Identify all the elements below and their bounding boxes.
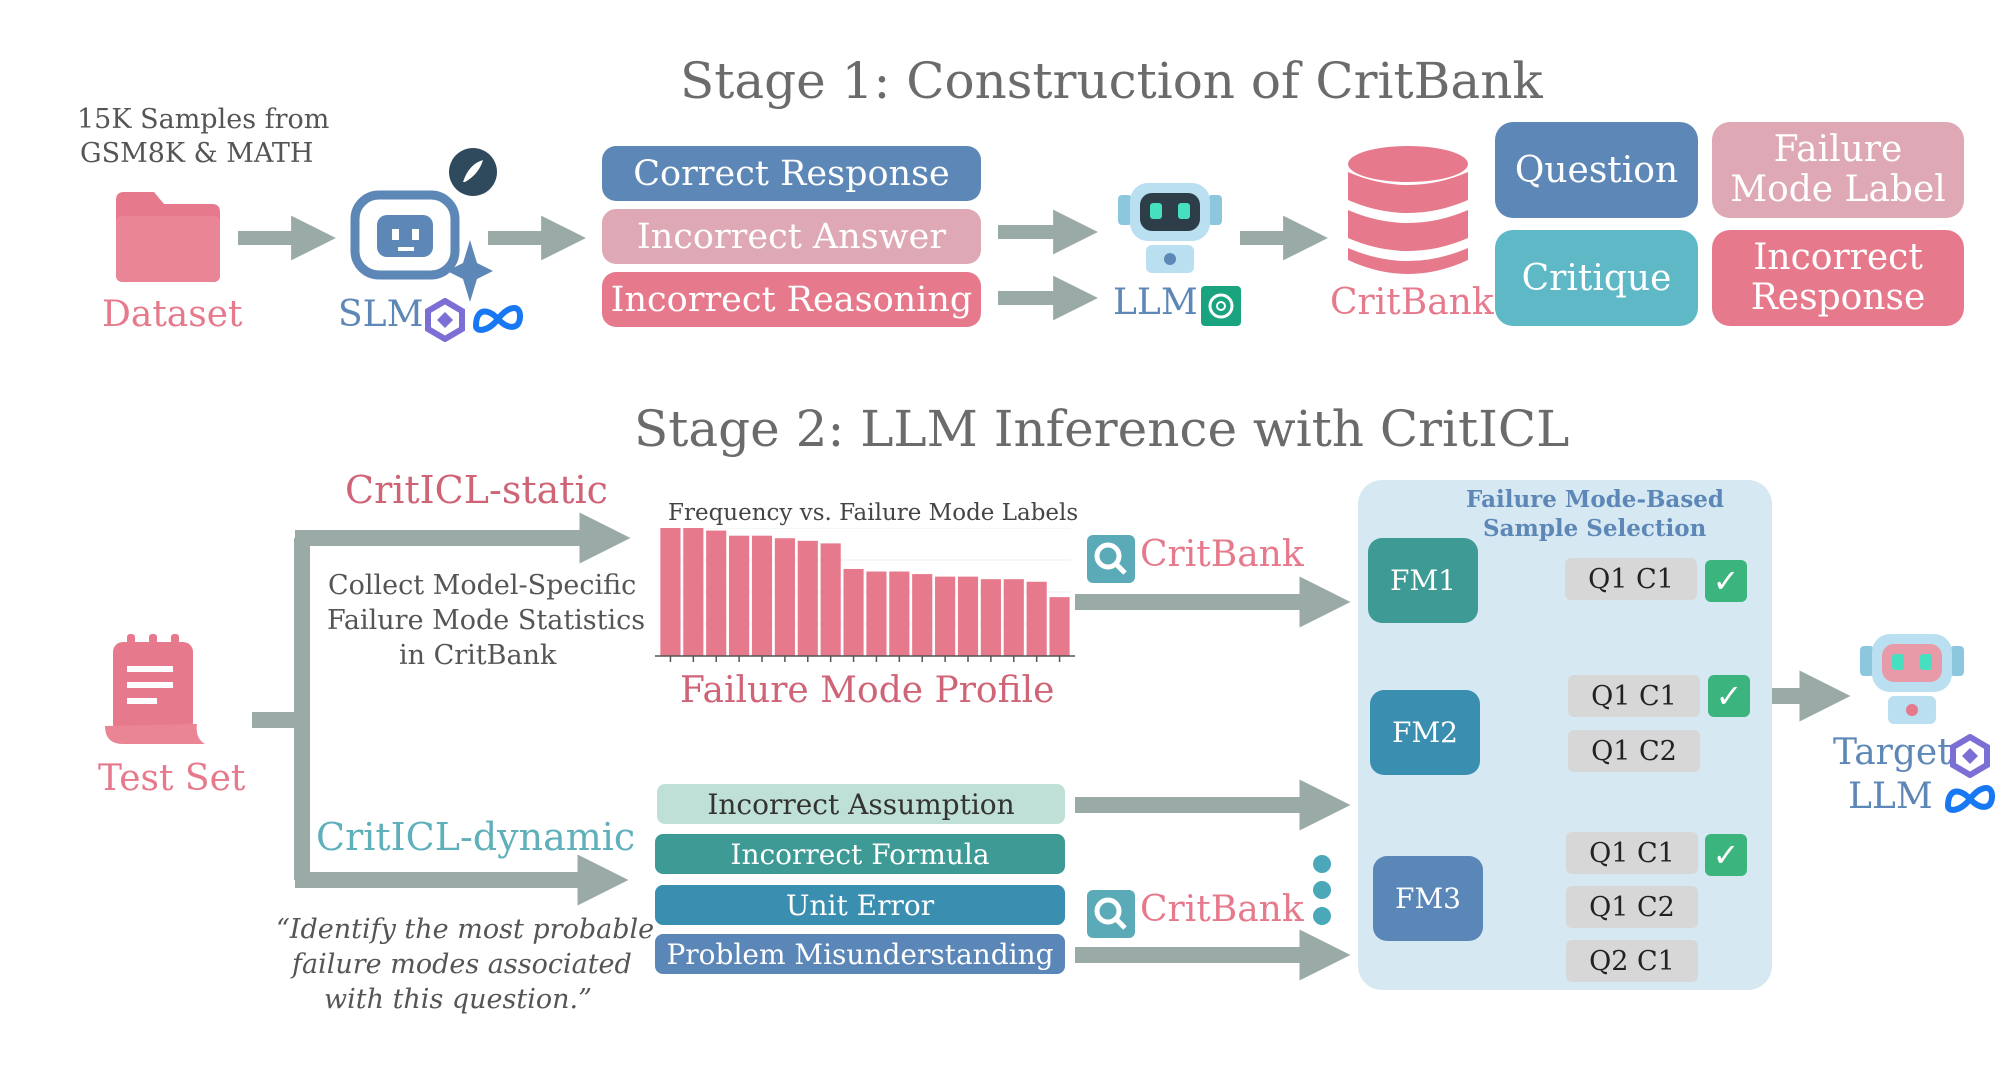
chart-bar bbox=[866, 571, 887, 656]
fm2-sample-1: Q1 C1 bbox=[1568, 675, 1700, 717]
critcl-static-label: CritICL-static bbox=[345, 468, 608, 512]
fm2-sample-2: Q1 C2 bbox=[1568, 730, 1700, 772]
correct-response-box: Correct Response bbox=[602, 146, 981, 201]
chart-bar bbox=[889, 571, 910, 656]
chart-bar bbox=[729, 535, 750, 656]
chart-bar bbox=[935, 576, 956, 656]
test-set-label: Test Set bbox=[98, 758, 246, 799]
llm-robot-icon bbox=[1118, 183, 1222, 273]
dataset-caption-line1: 15K Samples from bbox=[77, 104, 330, 135]
incorrect-answer-box: Incorrect Answer bbox=[602, 209, 981, 264]
chart-bar bbox=[843, 568, 864, 656]
stage1-title: Stage 1: Construction of CritBank bbox=[680, 52, 1543, 110]
fm2-box: FM2 bbox=[1370, 690, 1480, 775]
failure-mode-bar-chart bbox=[655, 528, 1075, 662]
critbank-label: CritBank bbox=[1330, 282, 1494, 323]
check-icon: ✓ bbox=[1705, 834, 1747, 876]
critbank-database-icon bbox=[1348, 146, 1468, 274]
chart-bar bbox=[820, 543, 841, 656]
static-desc-line1: Collect Model-Specific bbox=[328, 570, 637, 601]
chart-bar bbox=[683, 528, 704, 656]
check-icon: ✓ bbox=[1708, 675, 1750, 717]
static-desc-line2: Failure Mode Statistics bbox=[327, 605, 646, 636]
fm3-box: FM3 bbox=[1373, 856, 1483, 941]
failure-mode-problem-misunderstanding: Problem Misunderstanding bbox=[655, 934, 1065, 974]
failure-mode-profile-label: Failure Mode Profile bbox=[680, 670, 1055, 711]
dynamic-quote-line2: failure modes associated bbox=[292, 949, 632, 980]
chart-bar bbox=[706, 530, 727, 656]
static-desc-line3: in CritBank bbox=[399, 640, 557, 671]
folder-icon bbox=[116, 192, 220, 282]
panel-title-line1: Failure Mode-Based bbox=[1466, 486, 1724, 513]
dataset-label: Dataset bbox=[102, 294, 243, 335]
chart-bar bbox=[980, 579, 1001, 656]
target-llm-robot-icon bbox=[1860, 634, 1964, 724]
failure-mode-incorrect-formula: Incorrect Formula bbox=[655, 834, 1065, 874]
chart-bar bbox=[797, 540, 818, 656]
fm1-box: FM1 bbox=[1368, 538, 1478, 623]
failure-mode-unit-error: Unit Error bbox=[655, 885, 1065, 925]
incorrect-response-box: Incorrect Response bbox=[1712, 230, 1964, 326]
openai-logo-icon bbox=[1201, 286, 1241, 326]
qwen-logo-icon bbox=[1950, 734, 1990, 778]
test-set-document-icon bbox=[105, 634, 205, 744]
critbank-search-label-2: CritBank bbox=[1140, 889, 1304, 930]
chart-bar bbox=[912, 574, 933, 656]
fm3-sample-3: Q2 C1 bbox=[1566, 940, 1698, 982]
critcl-dynamic-label: CritICL-dynamic bbox=[316, 815, 636, 859]
chart-bar bbox=[1003, 579, 1024, 656]
more-items-dots bbox=[1313, 855, 1331, 925]
chart-bar bbox=[1026, 581, 1047, 656]
chart-title: Frequency vs. Failure Mode Labels bbox=[668, 500, 1079, 526]
target-label-line2: LLM bbox=[1848, 776, 1933, 817]
llm-label: LLM bbox=[1113, 282, 1198, 323]
question-field-box: Question bbox=[1495, 122, 1698, 218]
meta-logo-icon bbox=[473, 305, 524, 333]
slm-robot-icon bbox=[350, 190, 493, 302]
critbank-search-label-1: CritBank bbox=[1140, 534, 1304, 575]
feather-badge-icon bbox=[449, 148, 497, 196]
panel-title-line2: Sample Selection bbox=[1483, 515, 1707, 542]
chart-bar bbox=[1049, 597, 1070, 656]
search-icon bbox=[1087, 535, 1135, 583]
chart-bar bbox=[774, 538, 795, 656]
incorrect-reasoning-box: Incorrect Reasoning bbox=[602, 272, 981, 327]
target-label-line1: Target bbox=[1833, 732, 1952, 773]
chart-bar bbox=[660, 528, 681, 656]
meta-logo-icon bbox=[1945, 785, 1996, 813]
fm3-sample-1: Q1 C1 bbox=[1566, 832, 1698, 874]
fm3-sample-2: Q1 C2 bbox=[1566, 886, 1698, 928]
search-icon bbox=[1087, 890, 1135, 938]
chart-bar bbox=[751, 535, 773, 656]
slm-label: SLM bbox=[338, 294, 424, 335]
critique-field-box: Critique bbox=[1495, 230, 1698, 326]
check-icon: ✓ bbox=[1705, 560, 1747, 602]
dataset-caption-line2: GSM8K & MATH bbox=[80, 138, 314, 169]
dynamic-quote-line3: with this question.” bbox=[324, 984, 592, 1015]
chart-bar bbox=[957, 576, 979, 656]
fm1-sample-1: Q1 C1 bbox=[1565, 558, 1697, 600]
qwen-logo-icon bbox=[425, 298, 465, 342]
failure-mode-incorrect-assumption: Incorrect Assumption bbox=[657, 784, 1065, 824]
failure-mode-label-box: Failure Mode Label bbox=[1712, 122, 1964, 218]
dynamic-quote-line1: “Identify the most probable bbox=[276, 914, 655, 945]
stage2-title: Stage 2: LLM Inference with CritICL bbox=[634, 400, 1570, 458]
